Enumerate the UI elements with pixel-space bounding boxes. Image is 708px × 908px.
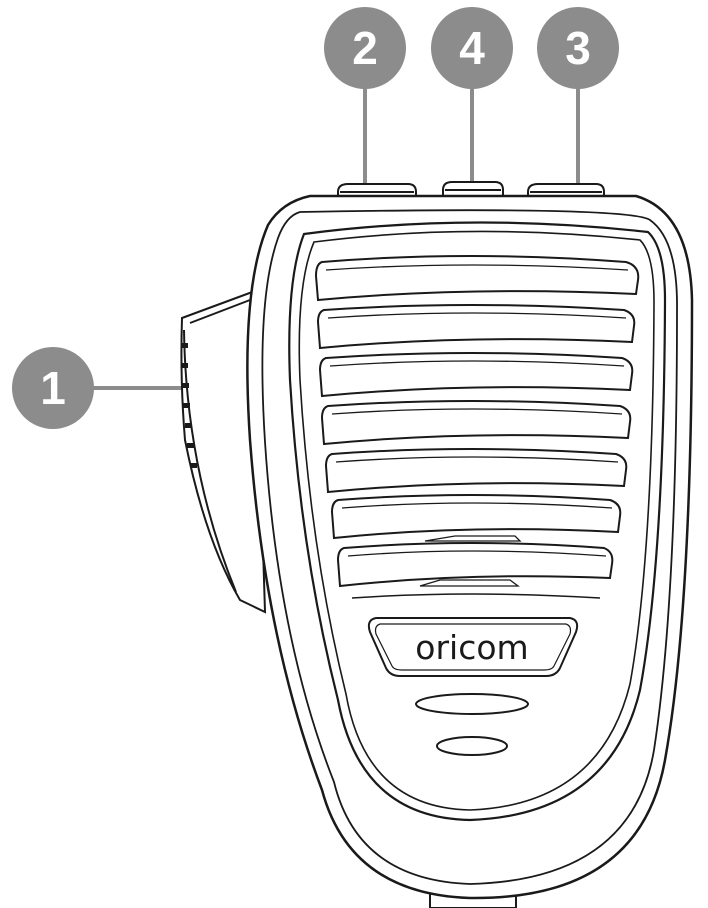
svg-text:3: 3 xyxy=(565,22,591,74)
microphone-slot xyxy=(436,736,508,756)
svg-text:2: 2 xyxy=(352,22,378,74)
speaker-grille xyxy=(314,255,640,599)
grille-slat xyxy=(318,352,634,398)
grille-slat xyxy=(324,448,628,494)
svg-text:4: 4 xyxy=(459,22,485,74)
grille-slat xyxy=(320,400,632,446)
grille-slat xyxy=(336,542,614,588)
body-face-plate-inner xyxy=(298,230,655,811)
callout-4: 4 xyxy=(431,7,513,89)
callout-3: 3 xyxy=(537,7,619,89)
callout-1: 1 xyxy=(12,347,94,429)
grille-slat xyxy=(314,255,640,302)
grille-slat xyxy=(330,494,622,540)
brand-logo-text: oricom xyxy=(415,628,528,667)
ptt-button xyxy=(180,289,267,614)
grille-slat xyxy=(316,304,636,350)
ptt-grip-ridges xyxy=(181,343,197,468)
indicator-slot xyxy=(415,693,529,715)
brand-badge: oricom xyxy=(367,617,579,677)
svg-text:1: 1 xyxy=(40,362,66,414)
lower-slots xyxy=(415,693,529,756)
body-inner-rim xyxy=(261,209,678,885)
callouts: 2 4 3 1 xyxy=(12,7,619,429)
callout-2: 2 xyxy=(324,7,406,89)
brand-badge-outline xyxy=(367,617,579,677)
